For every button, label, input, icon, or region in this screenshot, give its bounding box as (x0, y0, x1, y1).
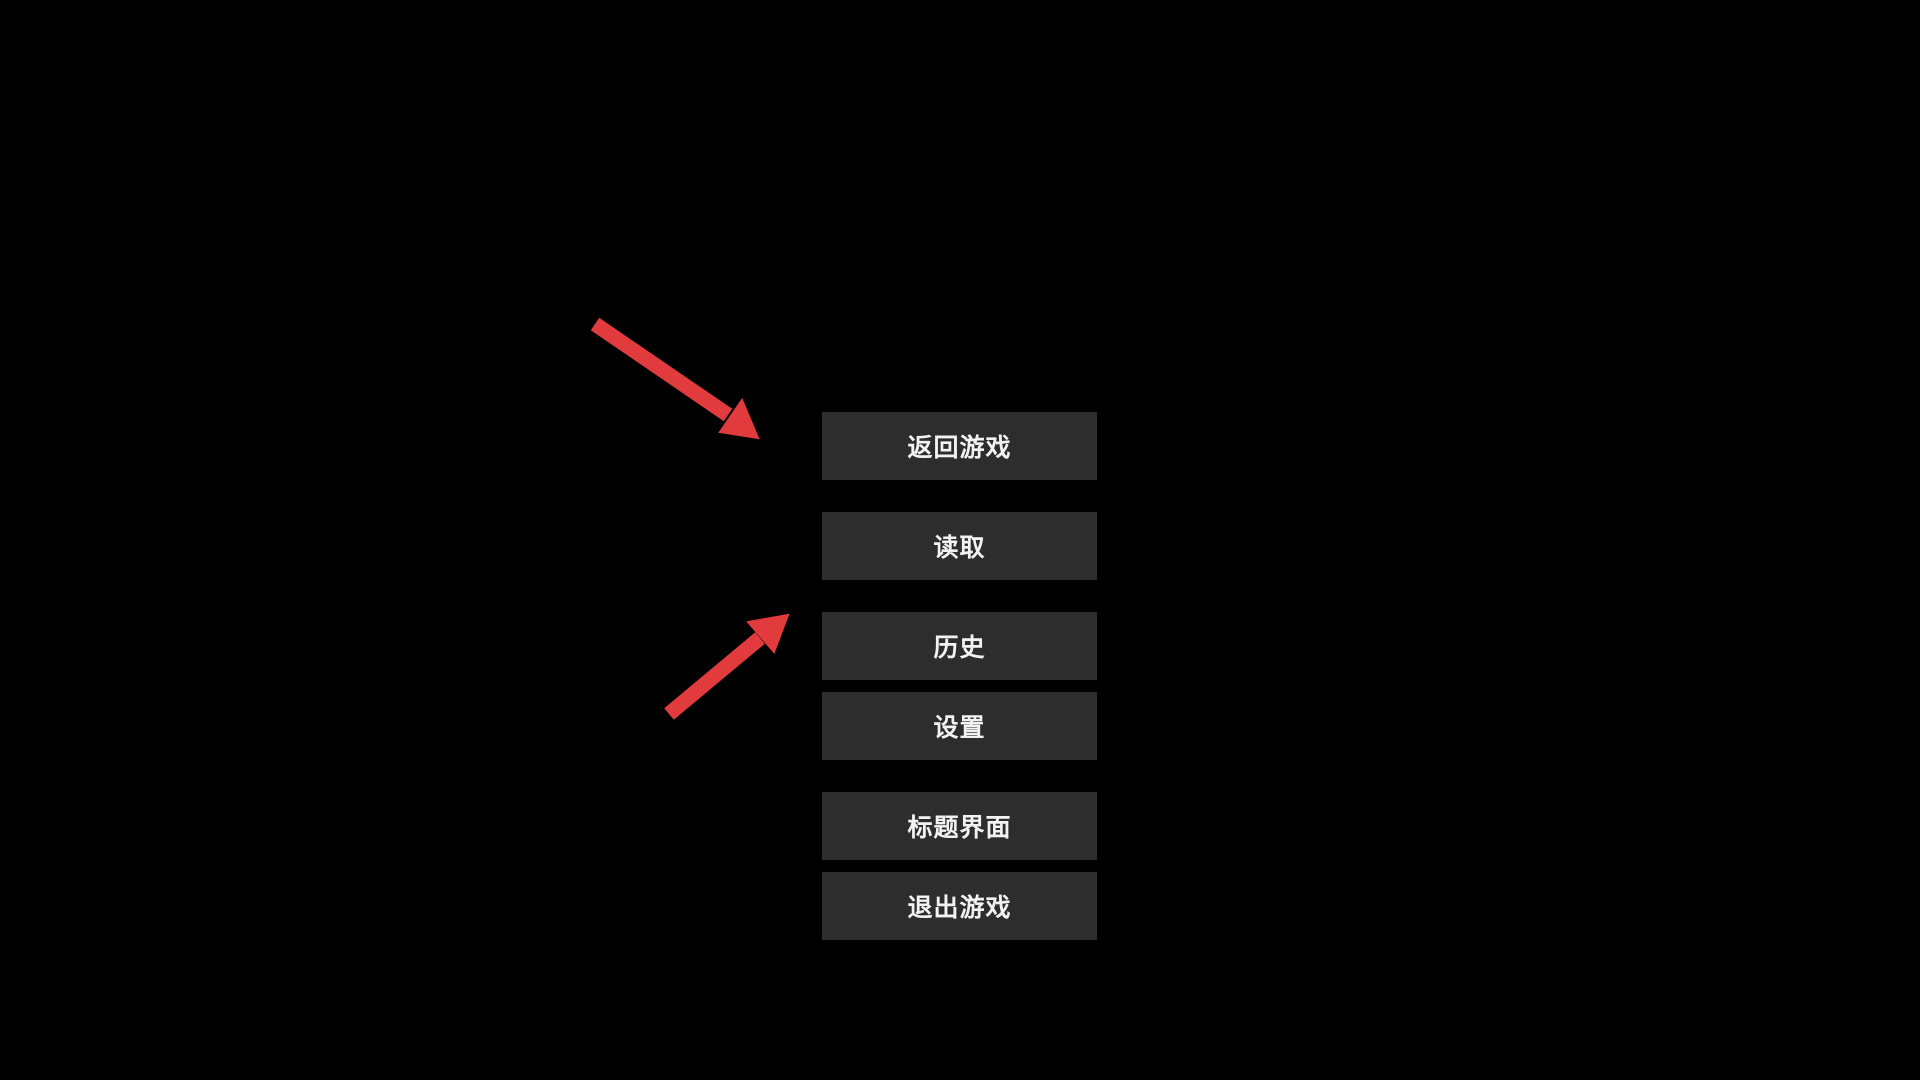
return-to-game-button[interactable]: 返回游戏 (822, 412, 1097, 480)
title-screen-button[interactable]: 标题界面 (822, 792, 1097, 860)
quit-game-button[interactable]: 退出游戏 (822, 872, 1097, 940)
history-button[interactable]: 历史 (822, 612, 1097, 680)
load-button[interactable]: 读取 (822, 512, 1097, 580)
arrow-pointing-to-history-icon (664, 613, 790, 720)
settings-button[interactable]: 设置 (822, 692, 1097, 760)
arrow-pointing-to-return-game-icon (590, 317, 760, 440)
